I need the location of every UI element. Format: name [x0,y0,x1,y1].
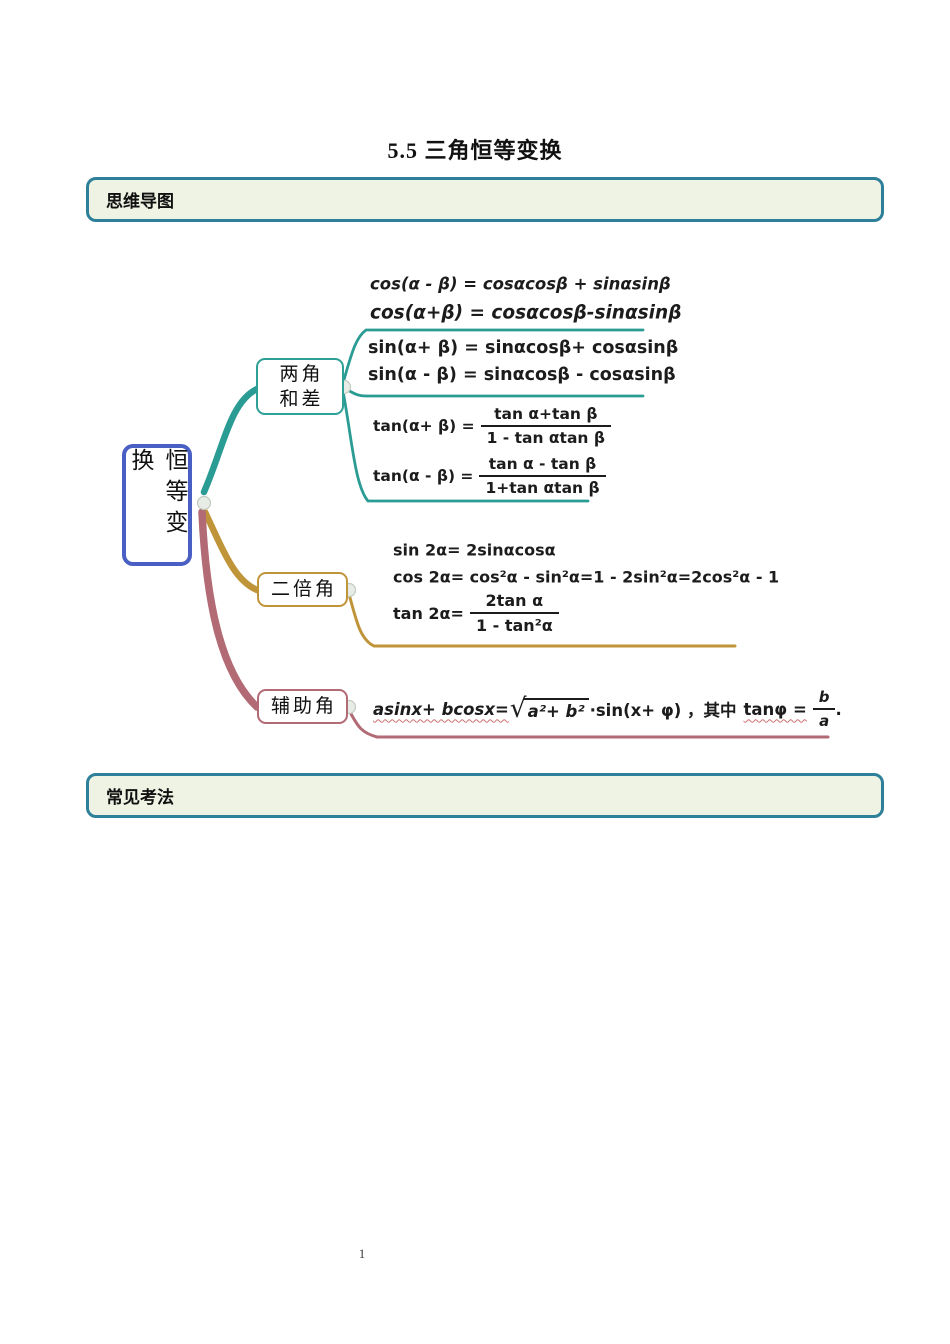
fraction-numerator: 2tan α [485,591,544,610]
formula-auxiliary-angle: asinx+ bcosx= √ a²+ b² ·sin(x+ φ) ，其中 ta… [373,688,842,730]
fraction: 2tan α 1 - tan²α [469,591,559,635]
formula-tan-diff-lhs: tan(α - β) = [373,467,474,485]
branch-curve-auxiliary [198,508,261,711]
formula-cos-double: cos 2α= cos²α - sin²α=1 - 2sin²α=2cos²α … [393,567,780,587]
mindmap-section-header: 思维导图 [86,177,884,222]
formula-cos-difference: cos(α - β) = cosαcosβ + sinαsinβ [370,274,671,294]
formula-sin-difference: sin(α - β) = sinαcosβ - cosαsinβ [368,365,676,385]
fraction-denominator: 1+tan αtan β [479,475,606,497]
formula-tan-double: tan 2α= 2tan α 1 - tan²α [393,591,559,635]
square-root: √ a²+ b² [509,692,589,724]
aux-lhs: asinx+ bcosx= [373,699,509,719]
node-label-line: 和差 [279,388,324,410]
fraction: tan α - tan β 1+tan αtan β [479,455,606,497]
mindmap-node-sum-diff: 两角 和差 [256,358,344,415]
fraction: tan α+tan β 1 - tan αtan β [480,405,611,447]
mindmap-root-node: 恒等变换 [122,444,192,566]
formula-tan-difference: tan(α - β) = tan α - tan β 1+tan αtan β [373,455,606,497]
fraction: b a [813,688,836,730]
aux-tan-lhs: tanφ = [743,699,807,719]
node-label: 二倍角 [270,579,337,600]
node-label: 辅助角 [270,696,337,717]
fraction-denominator: 1 - tan αtan β [480,425,611,447]
radical-sign: √ [509,692,527,724]
branch-curve-double-angle [201,508,261,594]
radicand: a²+ b² [523,697,589,721]
common-methods-section-header: 常见考法 [86,773,884,818]
page-title: 5.5 三角恒等变换 [387,138,563,163]
aux-period: . [835,699,842,719]
formula-sin-double: sin 2α= 2sinαcosα [393,540,556,560]
page-number: 1 [358,1246,366,1261]
common-methods-section-label: 常见考法 [106,788,174,807]
mindmap-section-label: 思维导图 [106,192,174,211]
fraction-numerator: tan α - tan β [488,455,597,473]
underline-sin-formulas [342,386,645,398]
aux-middle: ·sin(x+ φ) ，其中 [589,701,737,720]
branch-curve-sum-diff [200,385,261,496]
node-label-line: 两角 [279,363,324,385]
fraction-numerator: tan α+tan β [494,405,598,423]
mindmap-node-auxiliary: 辅助角 [257,689,348,724]
formula-tan-sum-lhs: tan(α+ β) = [373,417,475,435]
formula-tan-sum: tan(α+ β) = tan α+tan β 1 - tan αtan β [373,405,611,447]
fraction-numerator: b [818,688,830,706]
root-node-label: 恒等变换 [128,448,187,541]
formula-tan-double-lhs: tan 2α= [393,603,464,623]
connector-dot-root [196,495,212,511]
formula-cos-sum: cos(α+β) = cosαcosβ-sinαsinβ [370,302,682,324]
mindmap-node-double-angle: 二倍角 [257,572,348,607]
formula-sin-sum: sin(α+ β) = sinαcosβ+ cosαsinβ [368,338,679,358]
fraction-denominator: a [813,708,836,730]
fraction-denominator: 1 - tan²α [469,612,559,635]
